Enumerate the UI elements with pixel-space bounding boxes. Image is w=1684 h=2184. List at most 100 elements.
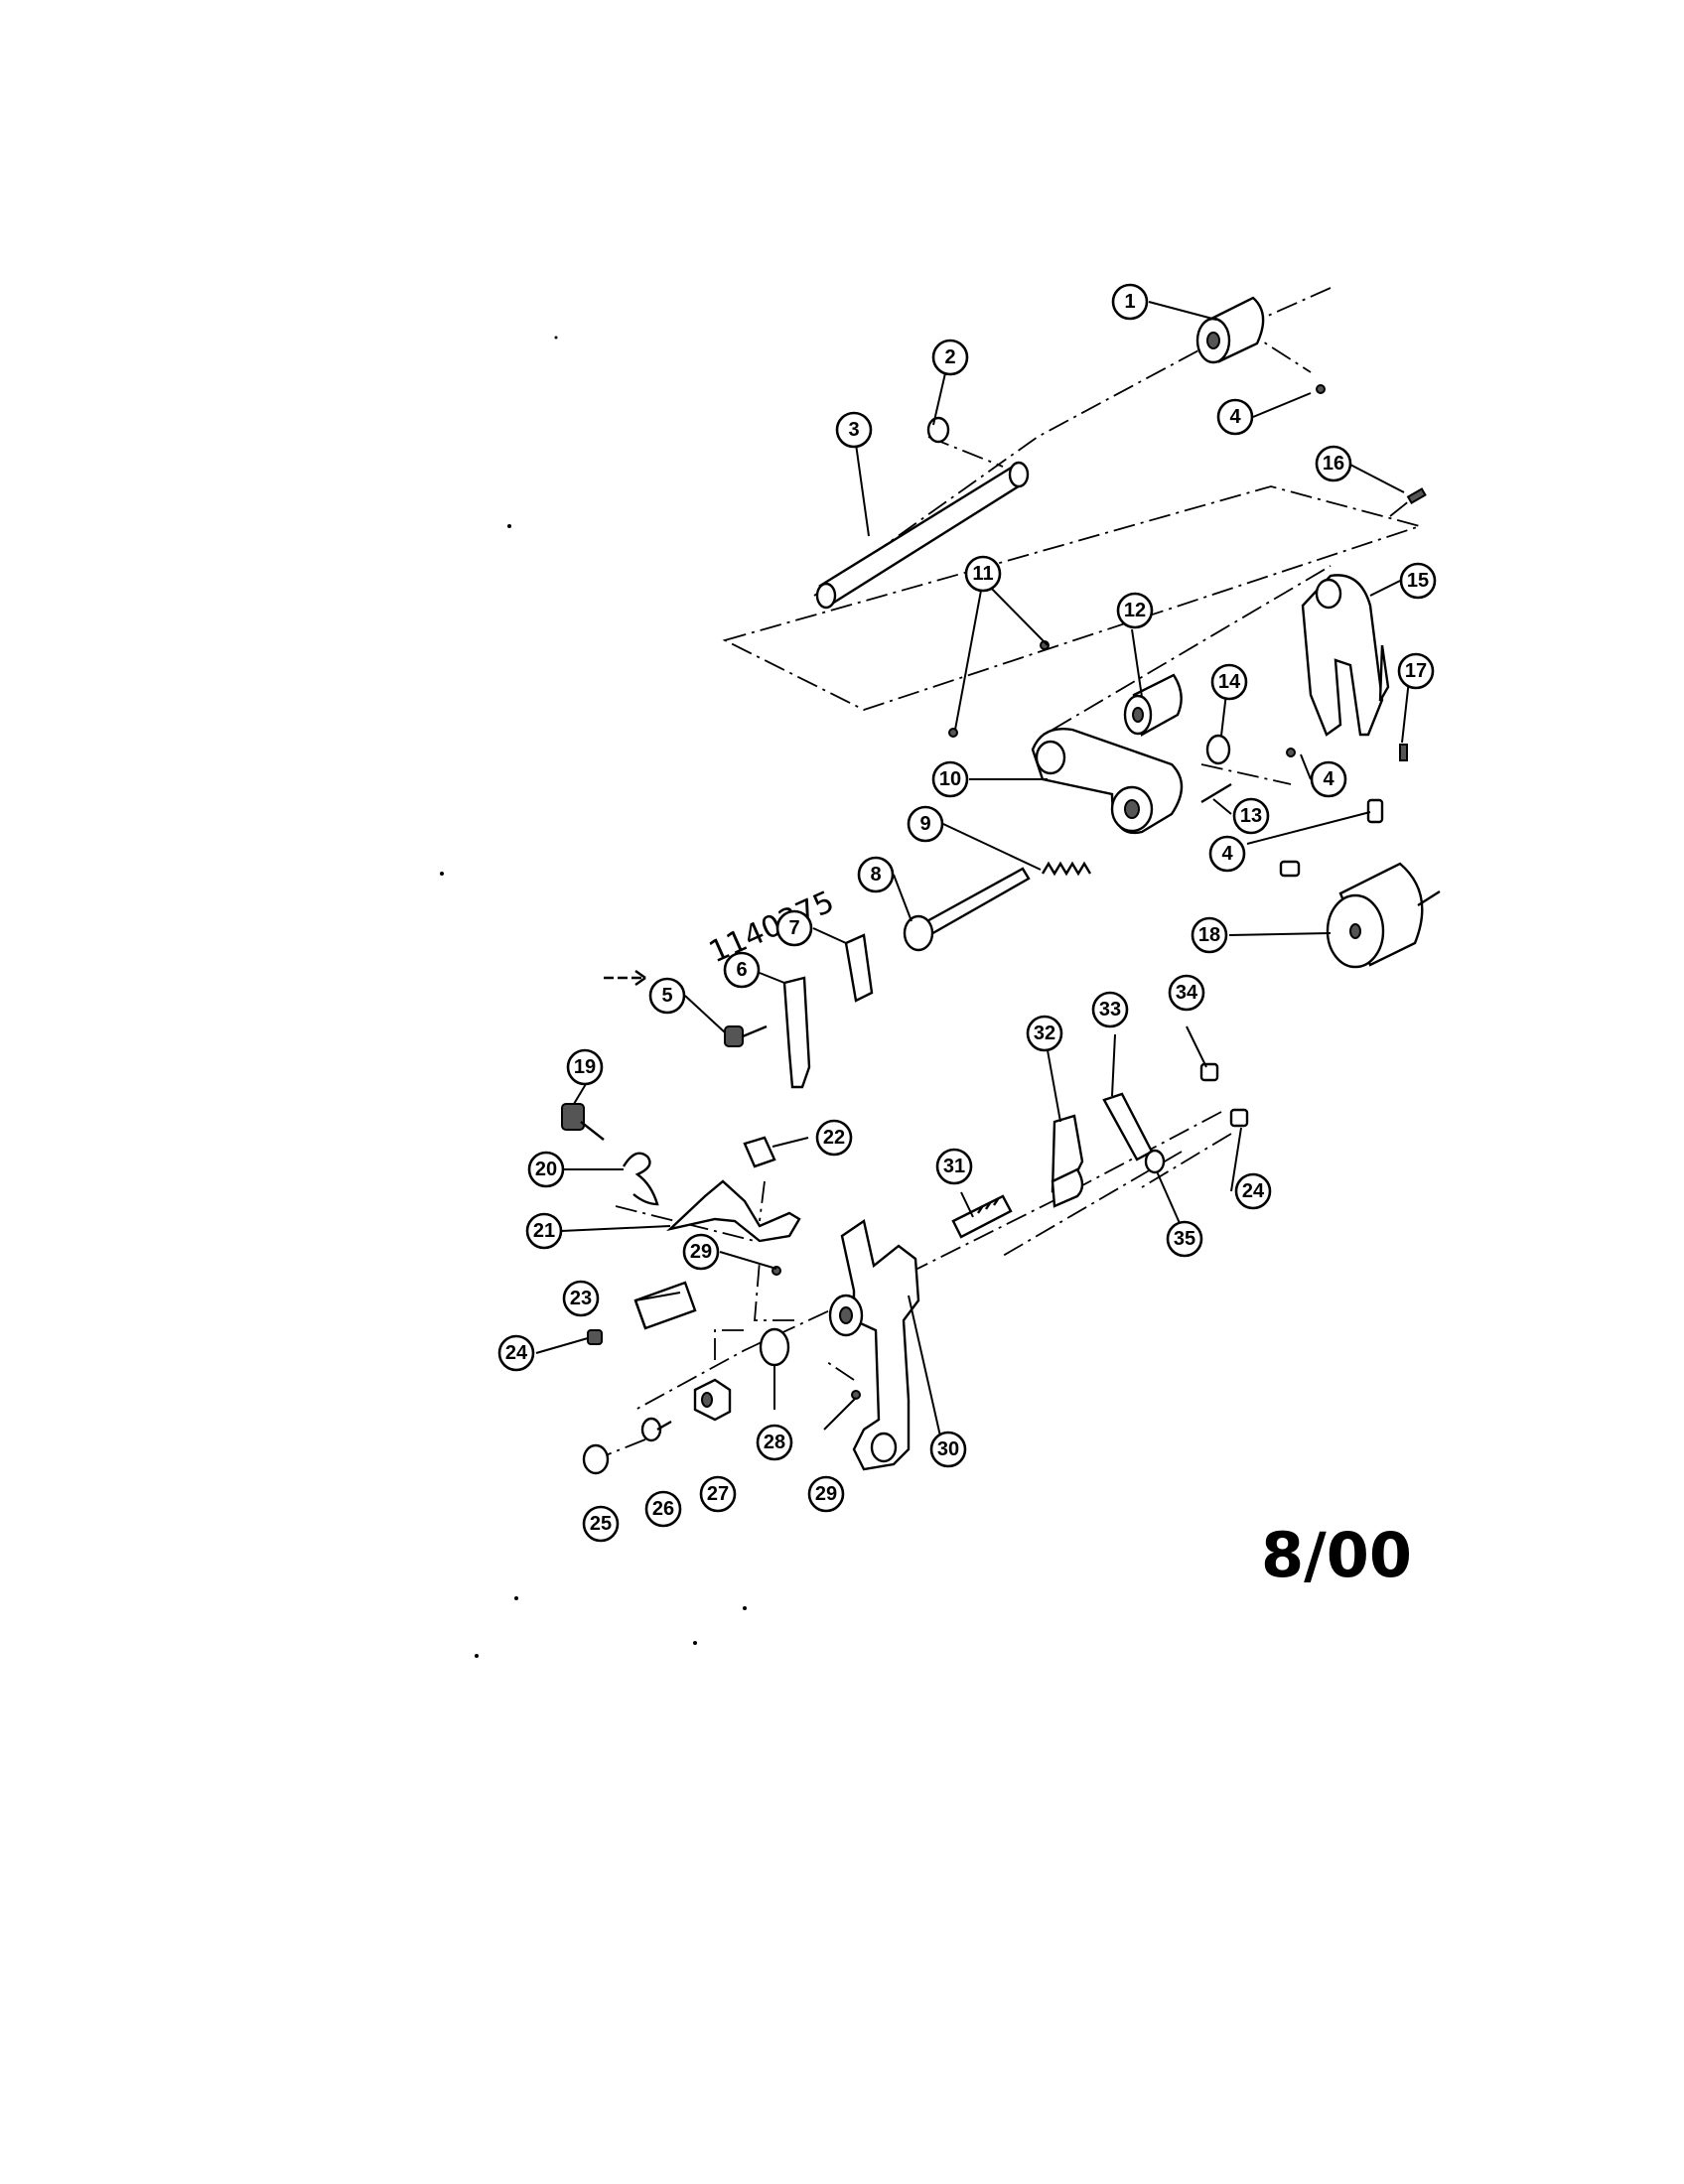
part-35-washer bbox=[1144, 1149, 1166, 1174]
callout-part-26: 26 bbox=[644, 1490, 682, 1528]
part-3-shaft bbox=[815, 461, 1030, 610]
callout-part-9: 9 bbox=[907, 805, 944, 843]
part-30-bracket bbox=[828, 1219, 920, 1471]
svg-text:2: 2 bbox=[944, 346, 955, 368]
svg-text:17: 17 bbox=[1405, 660, 1427, 682]
callout-part-7: 7 bbox=[775, 909, 813, 947]
part-11-pin-b bbox=[948, 728, 958, 738]
callouts: 1 2 3 4 4 4 5 6 7 8 9 10 11 12 13 14 15 … bbox=[497, 283, 1437, 1543]
svg-text:22: 22 bbox=[823, 1127, 845, 1149]
svg-text:32: 32 bbox=[1034, 1023, 1055, 1044]
svg-text:4: 4 bbox=[1221, 843, 1233, 865]
part-1-sleeve bbox=[1195, 296, 1265, 364]
svg-text:13: 13 bbox=[1240, 805, 1262, 827]
date-stamp: 8/00 bbox=[1261, 1519, 1413, 1591]
callout-part-6: 6 bbox=[723, 951, 761, 989]
callout-part-4-top: 4 bbox=[1216, 398, 1254, 436]
leader-lines bbox=[535, 301, 1411, 1450]
svg-text:24: 24 bbox=[505, 1342, 528, 1364]
callout-part-17: 17 bbox=[1397, 652, 1435, 690]
callout-part-35: 35 bbox=[1166, 1220, 1203, 1258]
part-4-screw-b bbox=[1286, 748, 1296, 757]
callout-part-20: 20 bbox=[527, 1151, 565, 1188]
part-21-latch bbox=[666, 1179, 801, 1243]
callout-part-8: 8 bbox=[857, 856, 895, 893]
callout-part-22: 22 bbox=[815, 1119, 853, 1157]
part-26-rivet bbox=[640, 1417, 672, 1442]
svg-text:5: 5 bbox=[661, 985, 672, 1007]
svg-text:4: 4 bbox=[1229, 406, 1241, 428]
part-5-screw bbox=[724, 1024, 768, 1047]
svg-text:29: 29 bbox=[815, 1483, 837, 1505]
part-19-bolt bbox=[561, 1103, 605, 1141]
callout-part-21: 21 bbox=[525, 1212, 563, 1250]
svg-text:21: 21 bbox=[533, 1220, 555, 1242]
svg-text:16: 16 bbox=[1323, 453, 1344, 475]
svg-text:34: 34 bbox=[1176, 982, 1198, 1004]
part-9-spring bbox=[1041, 861, 1092, 877]
svg-text:23: 23 bbox=[570, 1288, 592, 1309]
svg-text:8: 8 bbox=[870, 864, 881, 886]
part-4-screw-c bbox=[1366, 798, 1384, 824]
svg-text:30: 30 bbox=[937, 1438, 959, 1460]
svg-text:15: 15 bbox=[1407, 570, 1429, 592]
callout-part-16: 16 bbox=[1315, 445, 1352, 482]
callout-part-5: 5 bbox=[648, 977, 686, 1015]
part-33-plate bbox=[1102, 1092, 1154, 1161]
callout-part-4-mid: 4 bbox=[1310, 760, 1347, 798]
part-8-rod bbox=[903, 867, 1031, 952]
part-27-nut bbox=[693, 1378, 732, 1422]
callout-part-25: 25 bbox=[582, 1505, 620, 1543]
svg-text:24: 24 bbox=[1242, 1180, 1265, 1202]
callout-part-30: 30 bbox=[929, 1431, 967, 1468]
svg-text:12: 12 bbox=[1124, 600, 1146, 621]
part-17-pin bbox=[1399, 744, 1408, 761]
callout-part-29-upper: 29 bbox=[682, 1233, 720, 1271]
svg-text:1: 1 bbox=[1124, 291, 1135, 313]
part-22-clip bbox=[743, 1136, 776, 1168]
part-29-pin-b bbox=[851, 1390, 861, 1400]
callout-part-29-lower: 29 bbox=[807, 1475, 845, 1513]
part-12-bushing bbox=[1123, 673, 1183, 737]
svg-text:33: 33 bbox=[1099, 999, 1121, 1021]
part-4-screw-d bbox=[1279, 860, 1301, 878]
part-15-fork bbox=[1301, 574, 1390, 737]
callout-part-13: 13 bbox=[1232, 797, 1270, 835]
callout-part-32: 32 bbox=[1026, 1015, 1063, 1052]
callout-part-10: 10 bbox=[931, 760, 969, 798]
part-14-washer bbox=[1205, 734, 1231, 765]
svg-text:25: 25 bbox=[590, 1513, 612, 1535]
part-34-screw bbox=[1199, 1062, 1219, 1082]
callout-part-28: 28 bbox=[756, 1424, 793, 1461]
svg-text:27: 27 bbox=[707, 1483, 729, 1505]
callout-part-12: 12 bbox=[1116, 592, 1154, 629]
part-20-spring bbox=[622, 1152, 659, 1206]
callout-part-1: 1 bbox=[1111, 283, 1149, 321]
svg-text:18: 18 bbox=[1198, 924, 1220, 946]
scan-specks bbox=[440, 336, 747, 1658]
callout-part-33: 33 bbox=[1091, 991, 1129, 1028]
part-18-collar bbox=[1326, 862, 1441, 969]
callout-part-3: 3 bbox=[835, 411, 873, 449]
part-23-block bbox=[633, 1281, 697, 1330]
part-2-clip bbox=[926, 416, 950, 444]
part-13-pin bbox=[1200, 782, 1232, 804]
svg-text:3: 3 bbox=[848, 419, 859, 441]
svg-text:20: 20 bbox=[535, 1159, 557, 1180]
svg-text:29: 29 bbox=[690, 1241, 712, 1263]
svg-text:4: 4 bbox=[1323, 768, 1334, 790]
callout-part-24-right: 24 bbox=[1234, 1172, 1272, 1210]
handwritten-code: 1140375 bbox=[704, 885, 839, 970]
upper-assembly-drawing bbox=[722, 287, 1441, 1089]
part-24-screw-a bbox=[587, 1329, 603, 1345]
callout-part-24-left: 24 bbox=[497, 1334, 535, 1372]
svg-text:19: 19 bbox=[574, 1056, 596, 1078]
part-24-screw-b bbox=[1229, 1108, 1249, 1128]
callout-part-23: 23 bbox=[562, 1280, 600, 1317]
callout-part-19: 19 bbox=[566, 1048, 604, 1086]
svg-text:9: 9 bbox=[919, 813, 930, 835]
callout-part-11: 11 bbox=[964, 555, 1002, 593]
callout-part-2: 2 bbox=[931, 339, 969, 376]
svg-text:28: 28 bbox=[764, 1432, 785, 1453]
